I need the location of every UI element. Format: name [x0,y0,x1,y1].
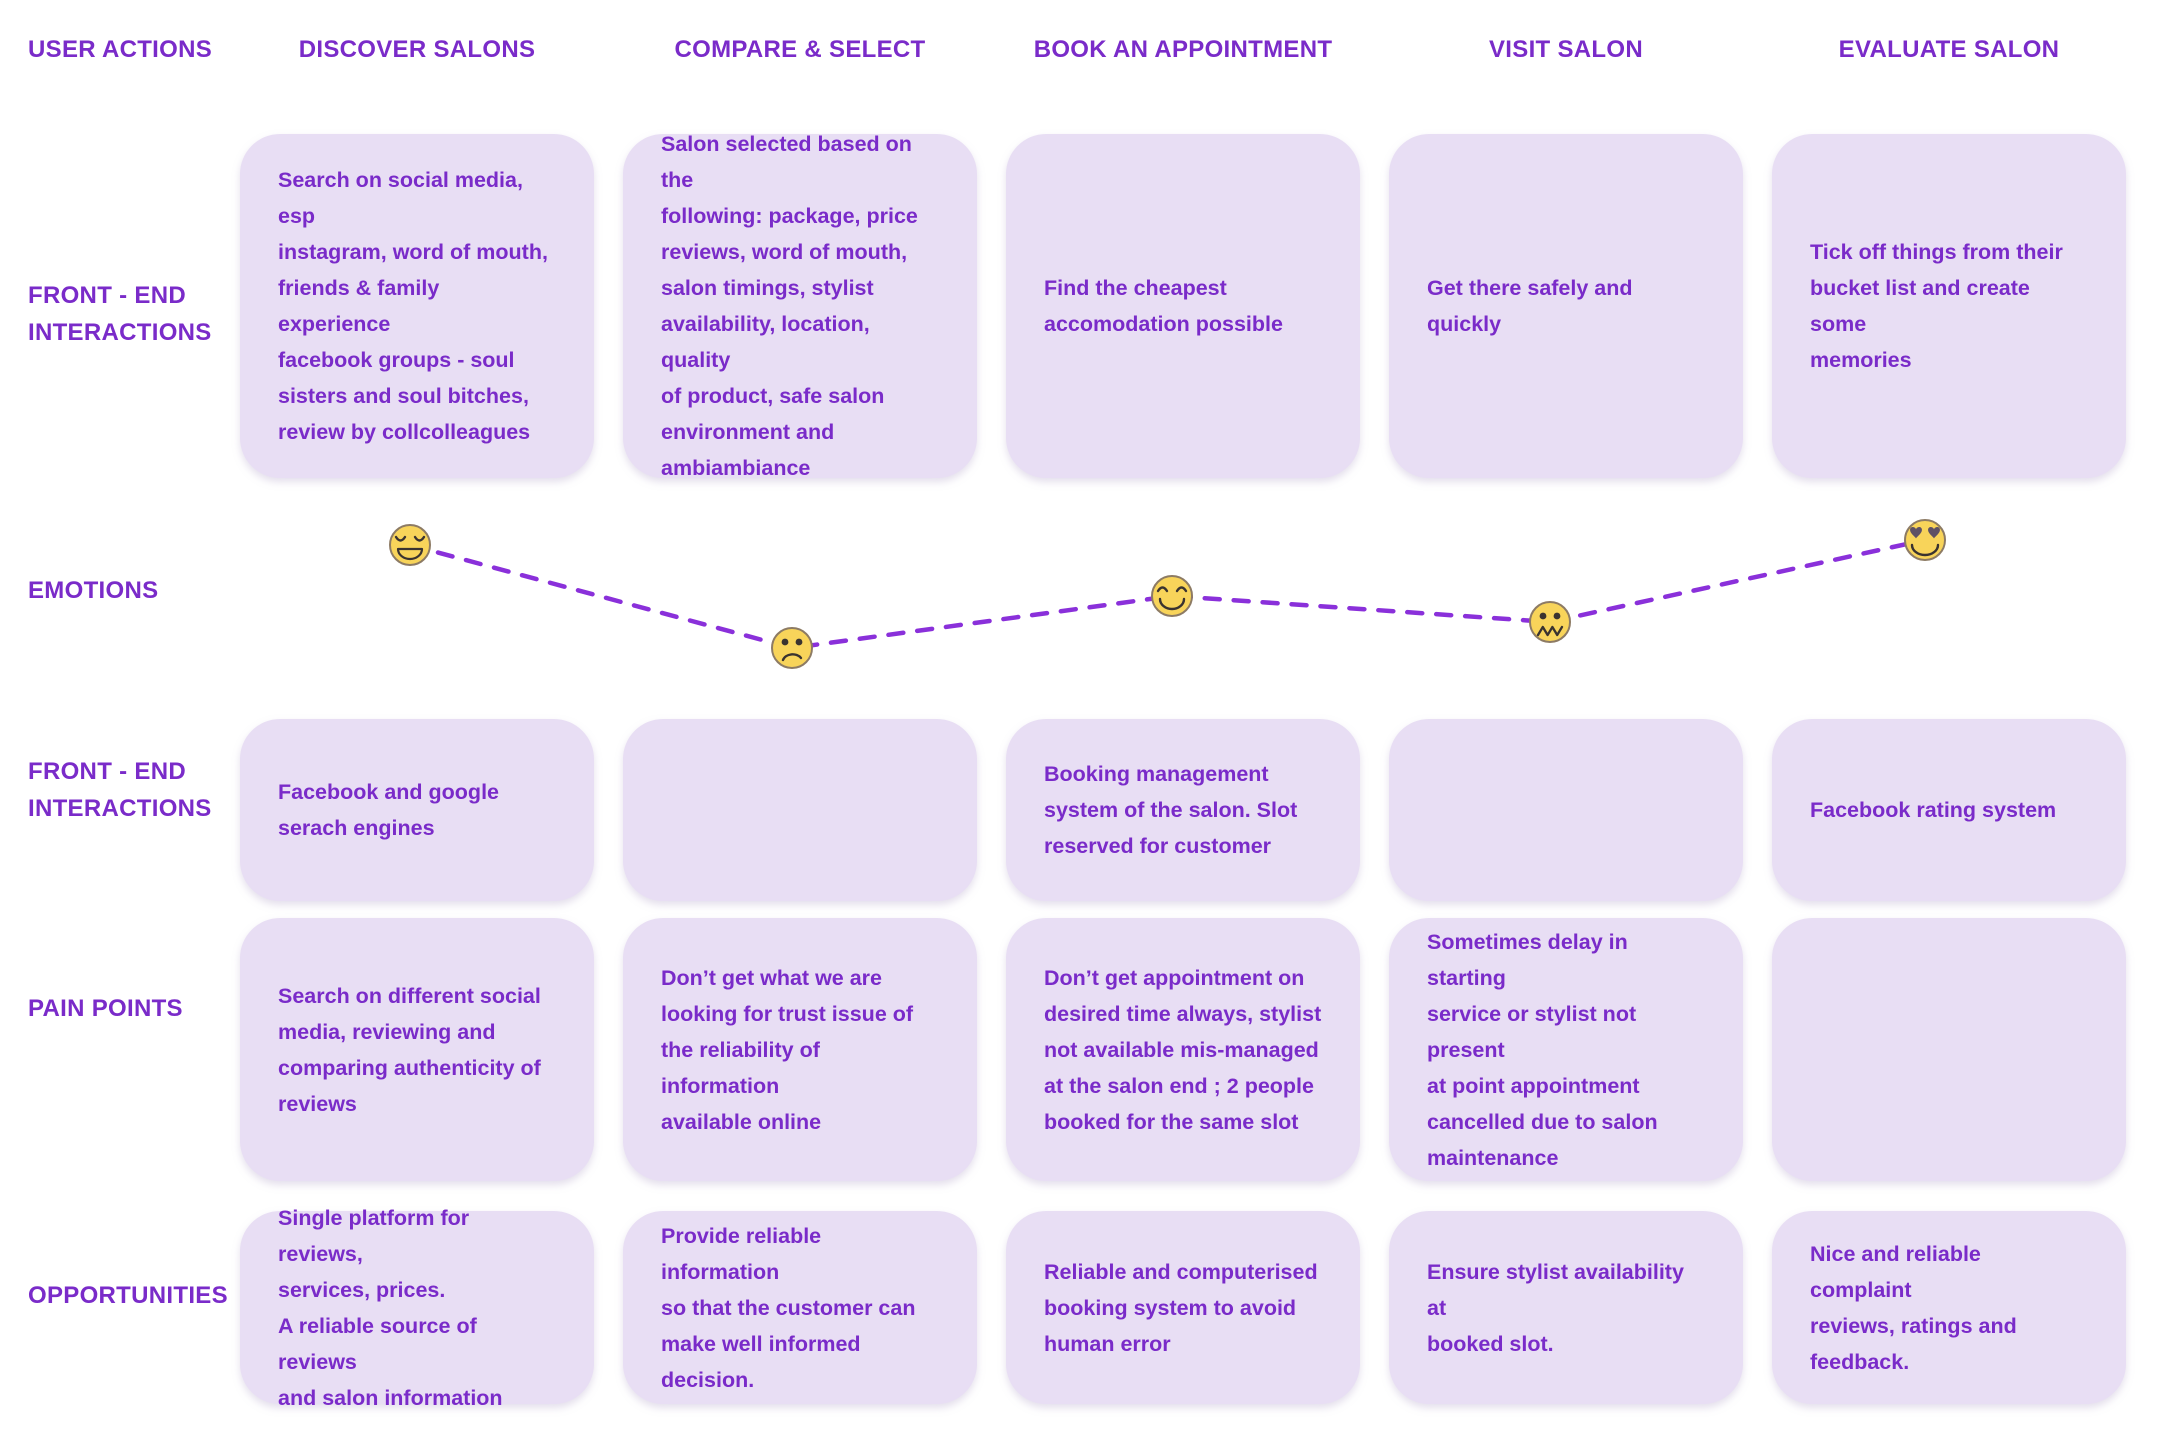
stage-header-visit-salon: VISIT SALON [1489,36,1643,63]
card-text: Facebook rating system [1810,798,2057,822]
card-pain-compare: Don’t get what we are looking for trust … [623,918,977,1181]
card-front-end-1-book: Find the cheapest accomodation possible [1006,134,1360,478]
card-text: Salon selected based on the following: p… [661,132,918,480]
heart-eyes-face-icon [1904,519,1946,561]
card-text: Nice and reliable complaint reviews, rat… [1810,1241,2017,1374]
stage-header-discover-salons: DISCOVER SALONS [298,36,536,63]
smiling-face-closed-eyes-icon [1151,575,1193,617]
card-pain-book: Don’t get appointment on desired time al… [1006,918,1360,1181]
card-opportunity-book: Reliable and computerised booking system… [1006,1211,1360,1404]
card-front-end-2-compare-empty [623,719,977,901]
card-text [1772,1026,1848,1074]
card-pain-discover: Search on different social media, review… [240,918,594,1181]
emotions-curve [389,519,1946,669]
card-pain-visit: Sometimes delay in starting service or s… [1389,918,1743,1181]
row-label-emotions: EMOTIONS [28,577,159,604]
row-label-opportunities: OPPORTUNITIES [28,1282,228,1309]
card-text: Reliable and computerised booking system… [1044,1259,1318,1356]
card-front-end-2-book: Booking management system of the salon. … [1006,719,1360,901]
card-text: Don’t get appointment on desired time al… [1044,965,1322,1134]
confused-face-icon [771,627,813,669]
card-text: Sometimes delay in starting service or s… [1427,929,1658,1170]
card-front-end-2-evaluate: Facebook rating system [1772,719,2126,901]
card-front-end-1-evaluate: Tick off things from their bucket list a… [1772,134,2126,478]
card-text [623,786,699,834]
grinning-face-smiling-eyes-icon [389,524,431,566]
card-text: Get there safely and quickly [1427,276,1633,336]
row-header-user-actions: USER ACTIONS [28,36,213,63]
stage-header-compare-select: COMPARE & SELECT [674,36,926,63]
row-label-pain-points: PAIN POINTS [28,995,183,1022]
card-text: Facebook and google serach engines [278,780,499,840]
card-front-end-1-visit: Get there safely and quickly [1389,134,1743,478]
card-text: Ensure stylist availability at booked sl… [1427,1259,1684,1356]
row-label-front-end-interactions-1: FRONT - END INTERACTIONS [28,282,212,346]
card-opportunity-visit: Ensure stylist availability at booked sl… [1389,1211,1743,1404]
card-text: Tick off things from their bucket list a… [1810,240,2063,372]
row-label-front-end-interactions-2: FRONT - END INTERACTIONS [28,758,212,822]
card-opportunity-evaluate: Nice and reliable complaint reviews, rat… [1772,1211,2126,1404]
card-text: Find the cheapest accomodation possible [1044,276,1283,336]
card-text: Search on different social media, review… [278,983,541,1116]
card-text: Single platform for reviews, services, p… [278,1205,503,1410]
emotion-dashed-line [407,537,1928,651]
card-opportunity-discover: Single platform for reviews, services, p… [240,1206,594,1410]
card-text: Search on social media, esp instagram, w… [278,168,548,444]
card-front-end-2-visit-empty [1389,719,1743,901]
card-text: Don’t get what we are looking for trust … [661,965,914,1134]
card-text [1389,786,1465,834]
card-front-end-1-compare: Salon selected based on the following: p… [623,132,977,480]
card-pain-evaluate-empty [1772,918,2126,1181]
stage-header-evaluate-salon: EVALUATE SALON [1838,36,2060,63]
confounded-face-icon [1529,601,1571,643]
card-front-end-2-discover: Facebook and google serach engines [240,719,594,901]
card-front-end-1-discover: Search on social media, esp instagram, w… [240,134,594,478]
card-text: Booking management system of the salon. … [1044,762,1298,858]
card-opportunity-compare: Provide reliable information so that the… [623,1211,977,1404]
stage-header-book-appointment: BOOK AN APPOINTMENT [1033,36,1333,63]
card-text: Provide reliable information so that the… [661,1223,916,1392]
